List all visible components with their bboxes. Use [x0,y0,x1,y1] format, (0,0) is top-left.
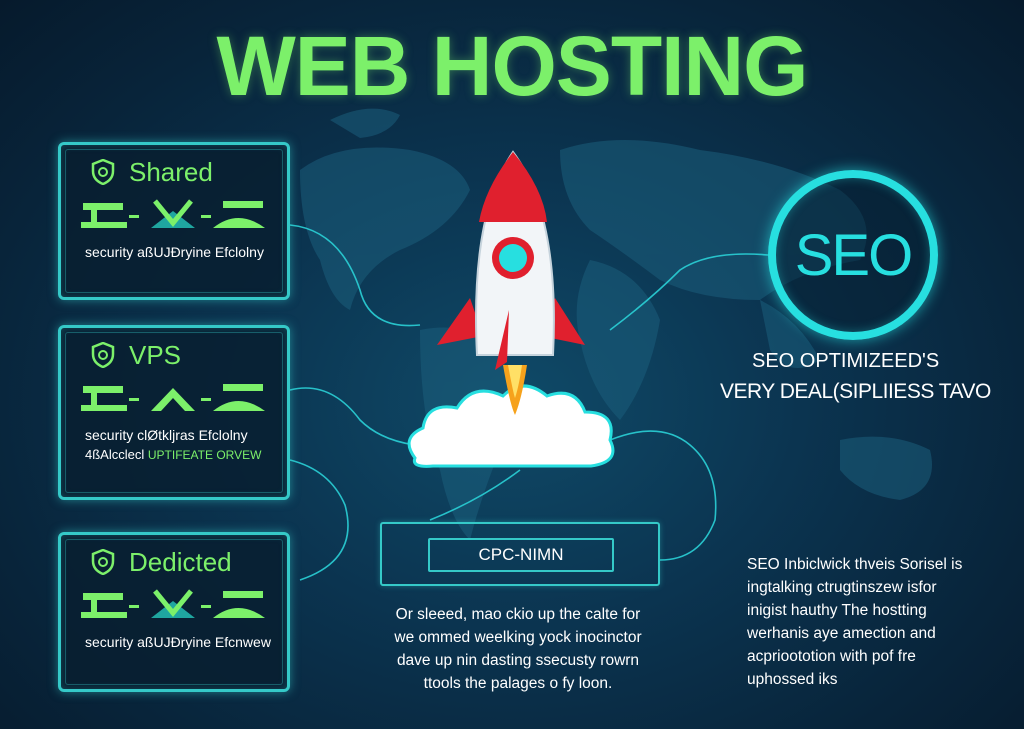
page-title: WEB HOSTING [216,19,809,113]
paragraph-line: acprioototion with pof fre [747,648,916,665]
plan-card-dedicated[interactable]: Dedicted security aßUJÐryine Efcnwew [58,532,290,692]
plan-feature-prefix: 4ßAlcclecl [85,447,145,462]
shield-icon [91,342,115,368]
cpc-label: CPC-NIMN [428,538,614,572]
right-paragraph: SEO Inbiclwick thveis Sorisel is ingtalk… [747,553,962,691]
cloud-icon [407,384,615,468]
paragraph-line: inigist hauthy The hostting [747,602,927,619]
paragraph-line: ttools the palages o fy loon. [423,675,613,692]
plan-feature: security clØtkljras Efclolny [85,427,248,443]
paragraph-line: SEO Inbiclwick thveis Sorisel is [747,556,963,573]
paragraph-line: Or sleeed, mao ckio up the calte for [395,606,641,623]
plan-feature-secondary: 4ßAlcclecl UPTIFEATE ORVEW [85,447,275,462]
shield-icon [91,549,115,575]
paragraph-line: ingtalking ctrugtinszew isfor [747,579,937,596]
seo-heading: SEO OPTIMIZEED'S [752,350,940,372]
plan-title: Shared [129,156,213,187]
plan-feature: security aßUJÐryine Efcnwew [85,634,271,650]
server-icon [81,199,265,228]
seo-badge: SEO [768,170,938,340]
server-icon [81,384,265,411]
plan-feature-accent: UPTIFEATE ORVEW [147,448,262,462]
rocket-icon [407,150,615,468]
plan-feature: security aßUJÐryine Efclolny [85,244,264,260]
center-paragraph: Or sleeed, mao ckio up the calte for we … [368,603,668,695]
plan-title: VPS [129,339,182,370]
plan-title: Dedicted [129,546,232,577]
paragraph-line: uphossed iks [747,671,838,688]
seo-badge-label: SEO [794,222,913,288]
paragraph-line: werhanis aye amection and [747,625,936,642]
paragraph-line: dave up nin dasting ssecusty rowrn [396,652,640,669]
paragraph-line: we ommed weelking yock inocinctor [394,629,642,646]
shield-icon [91,159,115,185]
cpc-frame [380,522,660,586]
seo-subheading: VERY DEAL(SIPLIIESS TAVO [720,380,991,403]
plan-card-shared[interactable]: Shared security aßUJÐryine Efclolny [58,142,290,300]
plan-card-vps[interactable]: VPS security clØtkljras Efclolny 4ßAlccl… [58,325,290,500]
server-icon [81,589,265,618]
